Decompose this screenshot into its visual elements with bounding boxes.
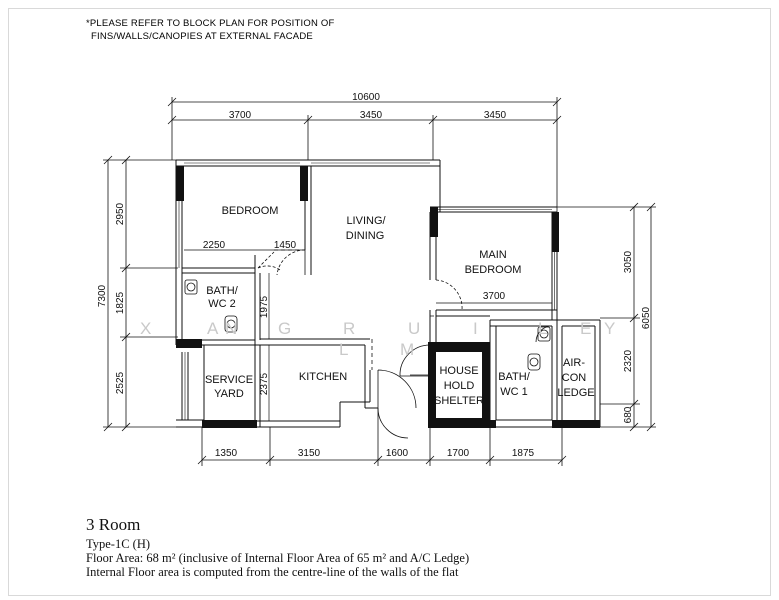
room-main-bedroom-line1: MAIN: [479, 249, 507, 261]
note-line-2: FINS/WALLS/CANOPIES AT EXTERNAL FACADE: [91, 31, 313, 42]
dim-door-width: 1450: [274, 240, 297, 251]
room-shelter-line2: HOLD: [444, 380, 475, 392]
dim-right-2: 2320: [623, 349, 634, 372]
flat-title: 3 Room: [86, 515, 141, 534]
room-shelter-line3: SHELTER: [434, 395, 484, 407]
watermark: X A N G R U I L E Y L M: [140, 319, 615, 359]
dim-left-total: 7300: [97, 284, 108, 307]
watermark-letter: R: [343, 319, 355, 338]
room-aircon-line3: LEDGE: [557, 387, 594, 399]
dim-left-1: 2950: [115, 202, 126, 225]
dim-bottom-4: 1700: [447, 448, 470, 459]
room-bedroom: BEDROOM: [222, 205, 279, 217]
inner-dimension-lines: [184, 249, 552, 421]
area-computation-note: Internal Floor area is computed from the…: [86, 565, 459, 579]
dim-top-1: 3700: [229, 110, 252, 121]
dim-bath2-depth: 1975: [259, 295, 270, 318]
room-bath2-line1: BATH/: [206, 285, 239, 297]
watermark-letter: L: [538, 319, 547, 338]
left-dimension-lines: [103, 155, 178, 432]
watermark-letter: A: [207, 319, 219, 338]
dim-bedroom-width: 2250: [203, 240, 226, 251]
drawing-frame: [8, 8, 771, 596]
watermark-letter: X: [140, 319, 151, 338]
dim-right-1: 3050: [623, 250, 634, 273]
household-shelter-walls: [428, 342, 490, 428]
flat-type: Type-1C (H): [86, 537, 151, 551]
floor-area: Floor Area: 68 m² (inclusive of Internal…: [86, 551, 470, 565]
dim-top-total: 10600: [352, 92, 380, 103]
watermark-letter: G: [278, 319, 291, 338]
wall-blocks: [176, 166, 600, 428]
note-line-1: *PLEASE REFER TO BLOCK PLAN FOR POSITION…: [86, 18, 334, 29]
bathroom-fixtures: [184, 279, 551, 371]
dim-bottom-1: 1350: [215, 448, 238, 459]
dim-bottom-5: 1875: [512, 448, 535, 459]
bottom-dimension-lines: [197, 427, 567, 466]
dim-left-2: 1825: [115, 291, 126, 314]
watermark-letter: M: [400, 340, 414, 359]
watermark-letter: L: [339, 340, 348, 359]
room-service-line1: SERVICE: [205, 374, 253, 386]
room-labels: BEDROOM LIVING/ DINING MAIN BEDROOM BATH…: [205, 205, 595, 407]
dim-top-2: 3450: [360, 110, 383, 121]
watermark-letter: N: [225, 319, 237, 338]
room-bath1-line1: BATH/: [498, 371, 531, 383]
window-lines: [178, 162, 555, 420]
dim-right-total: 6050: [641, 306, 652, 329]
room-living-line1: LIVING/: [346, 215, 386, 227]
room-aircon-line1: AIR-: [563, 357, 585, 369]
room-aircon-line2: CON: [562, 372, 587, 384]
watermark-letter: E: [580, 319, 591, 338]
room-living-line2: DINING: [346, 230, 385, 242]
dim-bottom-3: 1600: [386, 448, 409, 459]
dim-right-3: 680: [623, 406, 634, 423]
dim-bottom-2: 3150: [298, 448, 321, 459]
room-bath1-line2: WC 1: [500, 386, 528, 398]
dim-top-3: 3450: [484, 110, 507, 121]
room-main-bedroom-line2: BEDROOM: [465, 264, 522, 276]
flat-info: 3 Room Type-1C (H) Floor Area: 68 m² (in…: [86, 515, 469, 579]
room-kitchen: KITCHEN: [299, 371, 347, 383]
watermark-letter: U: [408, 319, 420, 338]
room-service-line2: YARD: [214, 388, 244, 400]
wall-outlines: [175, 159, 601, 428]
dim-service-depth: 2375: [259, 372, 270, 395]
door-swings: [257, 249, 553, 440]
right-dimension-lines: [557, 202, 656, 432]
dim-left-3: 2525: [115, 371, 126, 394]
top-dimension-lines: [167, 97, 562, 212]
dim-main-bedroom-width: 3700: [483, 291, 506, 302]
room-bath2-line2: WC 2: [208, 298, 236, 310]
room-shelter-line1: HOUSE: [439, 365, 478, 377]
watermark-letter: Y: [604, 319, 615, 338]
watermark-letter: I: [473, 319, 478, 338]
